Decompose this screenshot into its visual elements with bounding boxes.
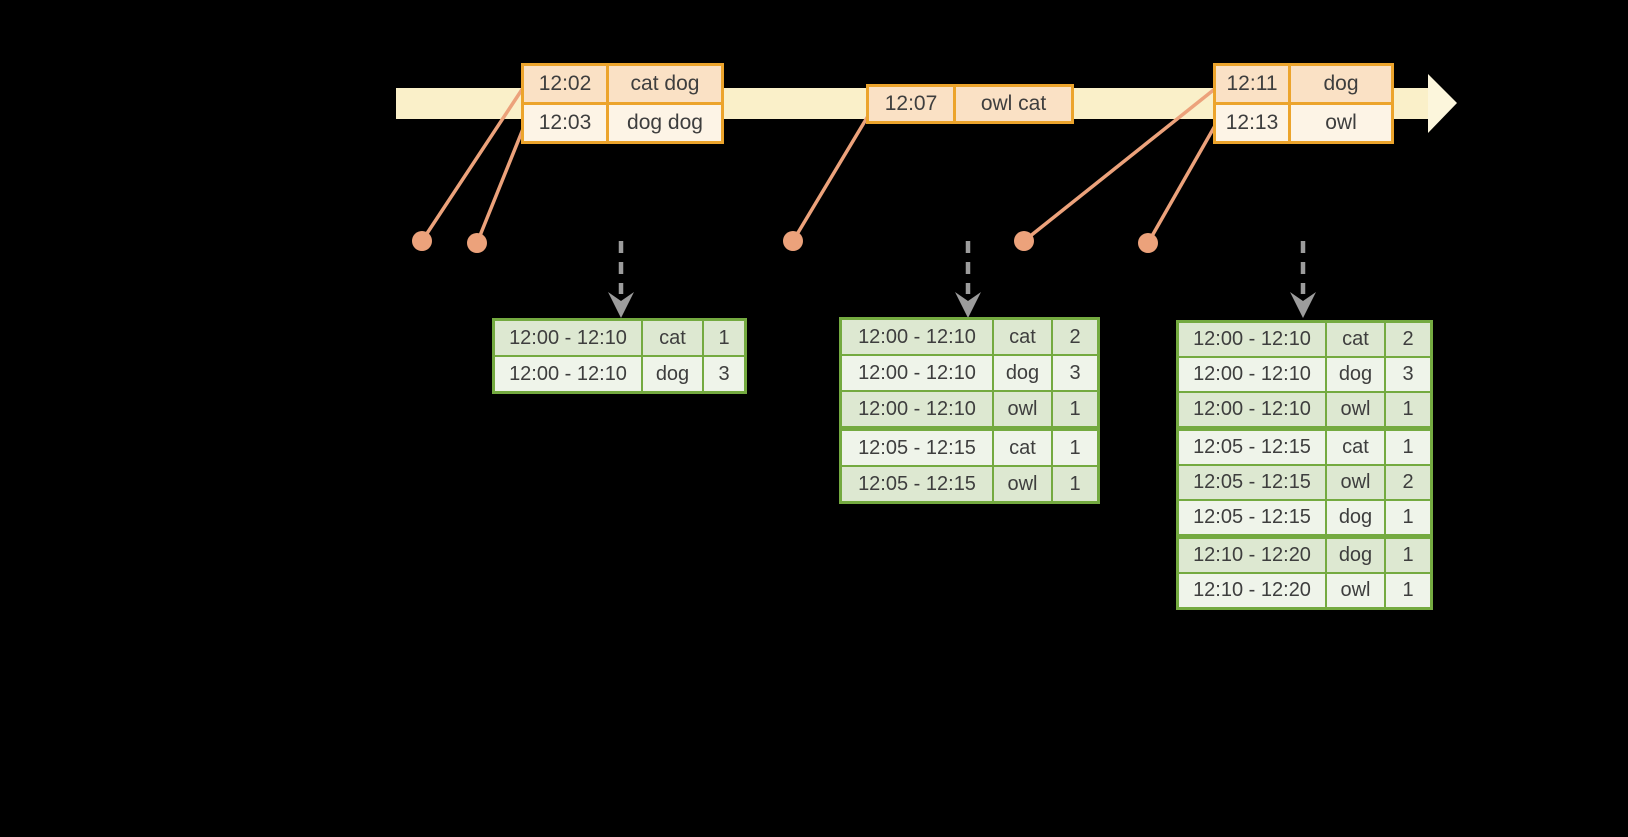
trigger-arrow-icon [608, 241, 634, 318]
trigger-arrow-icon [1290, 241, 1316, 318]
result-window-cell: 12:00 - 12:10 [842, 320, 992, 354]
result-word-cell: owl [992, 467, 1051, 501]
result-count-cell: 1 [1051, 467, 1097, 501]
result-window-cell: 12:00 - 12:10 [495, 357, 641, 391]
result-window-cell: 12:05 - 12:15 [1179, 431, 1325, 464]
result-word-cell: dog [992, 356, 1051, 390]
result-count-cell: 1 [702, 321, 744, 355]
result-window-cell: 12:10 - 12:20 [1179, 574, 1325, 607]
result-count-cell: 2 [1384, 466, 1430, 499]
trigger-arrow-icon [955, 241, 981, 318]
event-time-cell: 12:13 [1216, 105, 1291, 141]
result-word-cell: dog [641, 357, 702, 391]
event-words-cell: dog [1291, 66, 1391, 102]
result-window-cell: 12:05 - 12:15 [1179, 501, 1325, 534]
event-dot-icon [1138, 233, 1158, 253]
result-count-cell: 3 [1384, 358, 1430, 391]
result-word-cell: cat [641, 321, 702, 355]
result-window-cell: 12:05 - 12:15 [842, 467, 992, 501]
result-word-cell: owl [992, 392, 1051, 426]
result-count-cell: 1 [1384, 431, 1430, 464]
result-count-cell: 1 [1384, 574, 1430, 607]
result-count-cell: 1 [1051, 392, 1097, 426]
result-window-cell: 12:05 - 12:15 [842, 431, 992, 465]
result-word-cell: cat [1325, 323, 1384, 356]
result-window-cell: 12:00 - 12:10 [842, 356, 992, 390]
result-count-cell: 1 [1384, 393, 1430, 426]
event-time-cell: 12:03 [524, 105, 609, 141]
event-connector [1146, 123, 1218, 244]
result-count-cell: 1 [1051, 431, 1097, 465]
result-window-cell: 12:00 - 12:10 [1179, 358, 1325, 391]
event-time-cell: 12:07 [869, 87, 956, 121]
result-word-cell: cat [992, 320, 1051, 354]
result-count-cell: 3 [702, 357, 744, 391]
result-count-cell: 1 [1384, 501, 1430, 534]
event-words-cell: owl cat [956, 87, 1071, 121]
result-word-cell: owl [1325, 574, 1384, 607]
result-word-cell: owl [1325, 393, 1384, 426]
event-connector [1022, 86, 1218, 243]
result-window-cell: 12:00 - 12:10 [842, 392, 992, 426]
event-connector [475, 123, 527, 244]
result-word-cell: dog [1325, 539, 1384, 572]
event-connector [791, 115, 870, 242]
event-time-cell: 12:02 [524, 66, 609, 102]
event-dot-icon [467, 233, 487, 253]
result-word-cell: owl [1325, 466, 1384, 499]
event-dot-icon [1014, 231, 1034, 251]
event-words-cell: owl [1291, 105, 1391, 141]
result-window-cell: 12:10 - 12:20 [1179, 539, 1325, 572]
result-window-cell: 12:00 - 12:10 [1179, 393, 1325, 426]
result-count-cell: 2 [1051, 320, 1097, 354]
result-word-cell: cat [1325, 431, 1384, 464]
event-time-cell: 12:11 [1216, 66, 1291, 102]
result-window-cell: 12:00 - 12:10 [495, 321, 641, 355]
result-count-cell: 2 [1384, 323, 1430, 356]
result-window-cell: 12:00 - 12:10 [1179, 323, 1325, 356]
result-window-cell: 12:05 - 12:15 [1179, 466, 1325, 499]
result-word-cell: dog [1325, 501, 1384, 534]
result-count-cell: 3 [1051, 356, 1097, 390]
event-dot-icon [783, 231, 803, 251]
result-count-cell: 1 [1384, 539, 1430, 572]
event-dot-icon [412, 231, 432, 251]
event-connector [420, 87, 525, 242]
timeline-arrowhead-icon [1428, 74, 1457, 133]
event-words-cell: cat dog [609, 66, 721, 102]
result-word-cell: dog [1325, 358, 1384, 391]
result-word-cell: cat [992, 431, 1051, 465]
event-words-cell: dog dog [609, 105, 721, 141]
